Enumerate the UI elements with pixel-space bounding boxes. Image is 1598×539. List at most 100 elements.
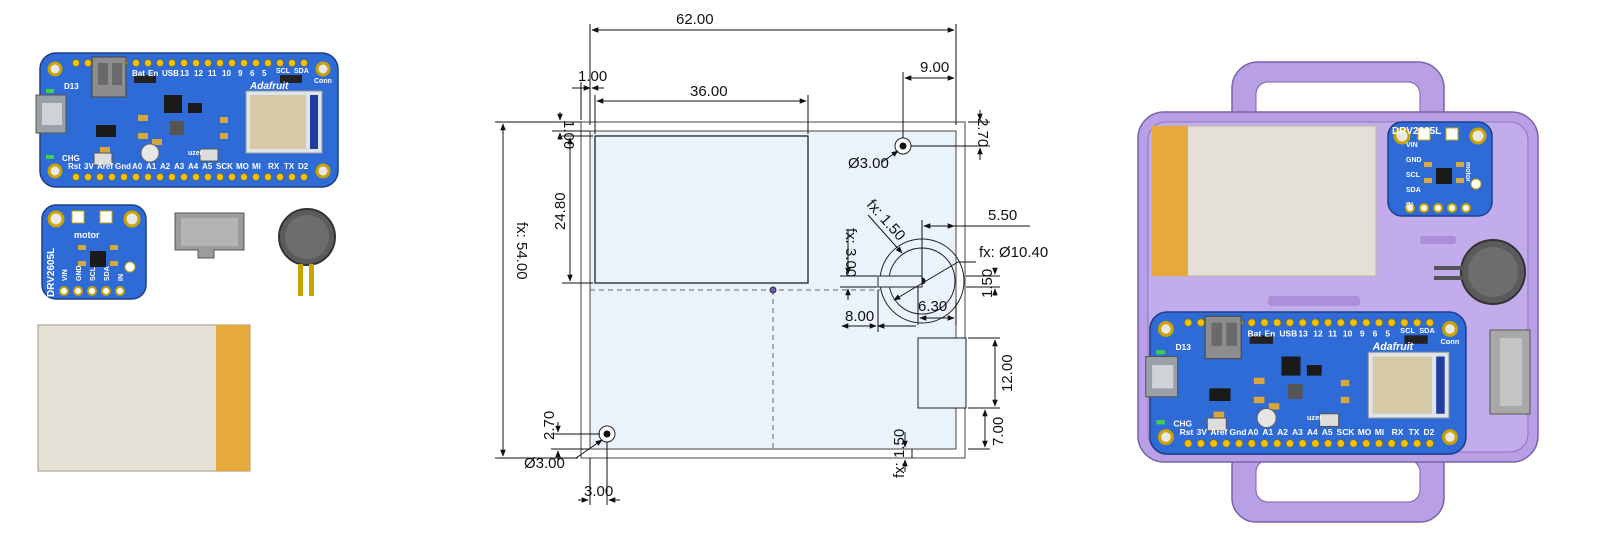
pin-label: 6 — [1373, 328, 1378, 338]
pin-label: SCL — [1400, 326, 1415, 335]
pin-label: A1 — [1262, 427, 1273, 437]
pin-label: Bat — [132, 69, 145, 78]
pin-label: A0 — [1248, 427, 1259, 437]
dim-connector-bottom: 7.00 — [990, 417, 1007, 446]
buzzer-label: uzer — [1307, 413, 1322, 422]
chg-label: CHG — [62, 154, 80, 163]
pin-label: 11 — [208, 69, 217, 78]
pin-label: 10 — [222, 69, 231, 78]
dim-offset-top: 1.00 — [560, 120, 577, 149]
pin-label: SCL — [276, 68, 291, 75]
pin-label: En — [148, 69, 158, 78]
dim-battery-width: 36.00 — [690, 83, 728, 100]
dim-motor-slot-width: 6.30 — [918, 298, 947, 315]
dim-total-width: 62.00 — [676, 11, 714, 28]
pin-label: A0 — [132, 162, 143, 171]
enclosure-driver-board: DRV2605L VIN GND SCL SDA IN motor — [1386, 120, 1494, 218]
assembled-enclosure: DRV2605L VIN GND SCL SDA IN motor Bat En… — [1137, 61, 1539, 523]
adafruit-logo: Adafruit — [1372, 341, 1414, 353]
pin-label: A5 — [202, 162, 213, 171]
dim-hole-bottom-diameter: Ø3.00 — [524, 455, 565, 472]
enclosure-feather-board: Bat En USB 13 12 11 10 9 6 5 SCL SDA Rst… — [1144, 310, 1468, 456]
dim-total-height: fx: 54.00 — [513, 222, 530, 280]
pin-label: MO — [1358, 427, 1372, 437]
pin-label: SCK — [216, 162, 233, 171]
dim-connector-height: 12.00 — [999, 354, 1016, 392]
dim-motor-slot-left: 8.00 — [845, 308, 874, 325]
pin-label: 9 — [1360, 328, 1365, 338]
pin-label: A2 — [1277, 427, 1288, 437]
pin-label: 10 — [1343, 328, 1353, 338]
dim-motor-offset-vert: fx: 3.00 — [842, 228, 859, 277]
motor-label: motor — [1464, 162, 1471, 182]
pin-label: SDA — [1406, 187, 1421, 194]
pin-label: A3 — [1292, 427, 1303, 437]
driver-name-label: DRV2605L — [1392, 126, 1441, 137]
pin-label: RX — [268, 162, 280, 171]
dimension-labels: 62.00 1.00 36.00 9.00 2.70 1.00 fx: 54.0… — [513, 11, 1048, 500]
dim-hole-top-diameter: Ø3.00 — [848, 155, 889, 172]
pin-label: USB — [162, 69, 179, 78]
feather-board: Bat En USB 13 12 11 10 9 6 5 SCL SDA Rst… — [34, 51, 340, 189]
conn-label: Conn — [314, 78, 332, 85]
pin-label: Aref — [1210, 427, 1227, 437]
vibration-motor — [278, 208, 336, 296]
jst-connector — [174, 212, 245, 259]
pin-label: GND — [76, 265, 83, 281]
dim-motor-slot-height: 1.50 — [979, 269, 996, 298]
pin-label: 11 — [1328, 328, 1337, 338]
pin-label: Rst — [68, 162, 81, 171]
pin-label: MI — [252, 162, 261, 171]
pin-label: VIN — [1406, 142, 1418, 149]
pin-label: SCL — [90, 266, 97, 281]
dimension-drawing — [495, 24, 1030, 505]
dim-motor-diameter: fx: Ø10.40 — [979, 244, 1048, 261]
dim-hole-offset-right: 9.00 — [920, 59, 949, 76]
pin-label: 12 — [194, 69, 203, 78]
pin-label: VIN — [62, 269, 69, 281]
pin-label: A2 — [160, 162, 171, 171]
pin-label: 13 — [1298, 328, 1308, 338]
dim-hole-bottom-offset: 2.70 — [541, 411, 558, 440]
dim-hole-offset-top: 2.70 — [974, 118, 991, 147]
pin-label: 3V — [1197, 427, 1208, 437]
pin-label: 13 — [180, 69, 189, 78]
pin-label: D2 — [1423, 427, 1434, 437]
pin-label: A1 — [146, 162, 157, 171]
pin-label: A3 — [174, 162, 185, 171]
pin-label: D2 — [298, 162, 309, 171]
pin-label: Gnd — [115, 162, 131, 171]
pin-label: A4 — [1307, 427, 1318, 437]
lipo-battery — [37, 324, 251, 472]
pin-label: 12 — [1313, 328, 1323, 338]
pin-label: 9 — [238, 69, 243, 78]
pin-label: SCK — [1337, 427, 1356, 437]
haptic-driver-board: motor DRV2605L VIN GND SCL SDA IN — [40, 203, 148, 301]
buzzer-label: uzer — [188, 150, 203, 157]
d13-label: D13 — [64, 82, 79, 91]
d13-label: D13 — [1175, 342, 1191, 352]
pin-label: En — [1264, 328, 1275, 338]
pin-label: 5 — [1385, 328, 1390, 338]
pin-label: Aref — [97, 162, 113, 171]
pin-label: SDA — [104, 266, 111, 281]
pin-label: 3V — [84, 162, 94, 171]
chg-label: CHG — [1173, 418, 1192, 428]
pin-label: TX — [284, 162, 295, 171]
motor-label: motor — [74, 230, 100, 240]
pin-label: 6 — [250, 69, 255, 78]
dim-motor-offset-right: 5.50 — [988, 207, 1017, 224]
pin-label: TX — [1409, 427, 1420, 437]
pin-label: USB — [1279, 328, 1297, 338]
pin-label: IN — [1406, 202, 1413, 209]
dim-battery-height: 24.80 — [552, 192, 569, 230]
dim-bottom-fillet: fx: 1.50 — [891, 429, 908, 478]
pin-label: SCL — [1406, 172, 1421, 179]
pin-label: GND — [1406, 157, 1422, 164]
components-panel: Bat En USB 13 12 11 10 9 6 5 SCL SDA Rst… — [34, 51, 340, 472]
dim-hole-bottom-left: 3.00 — [584, 483, 613, 500]
pin-label: IN — [118, 274, 125, 281]
dim-offset-left: 1.00 — [578, 68, 607, 85]
pin-label: Bat — [1248, 328, 1262, 338]
